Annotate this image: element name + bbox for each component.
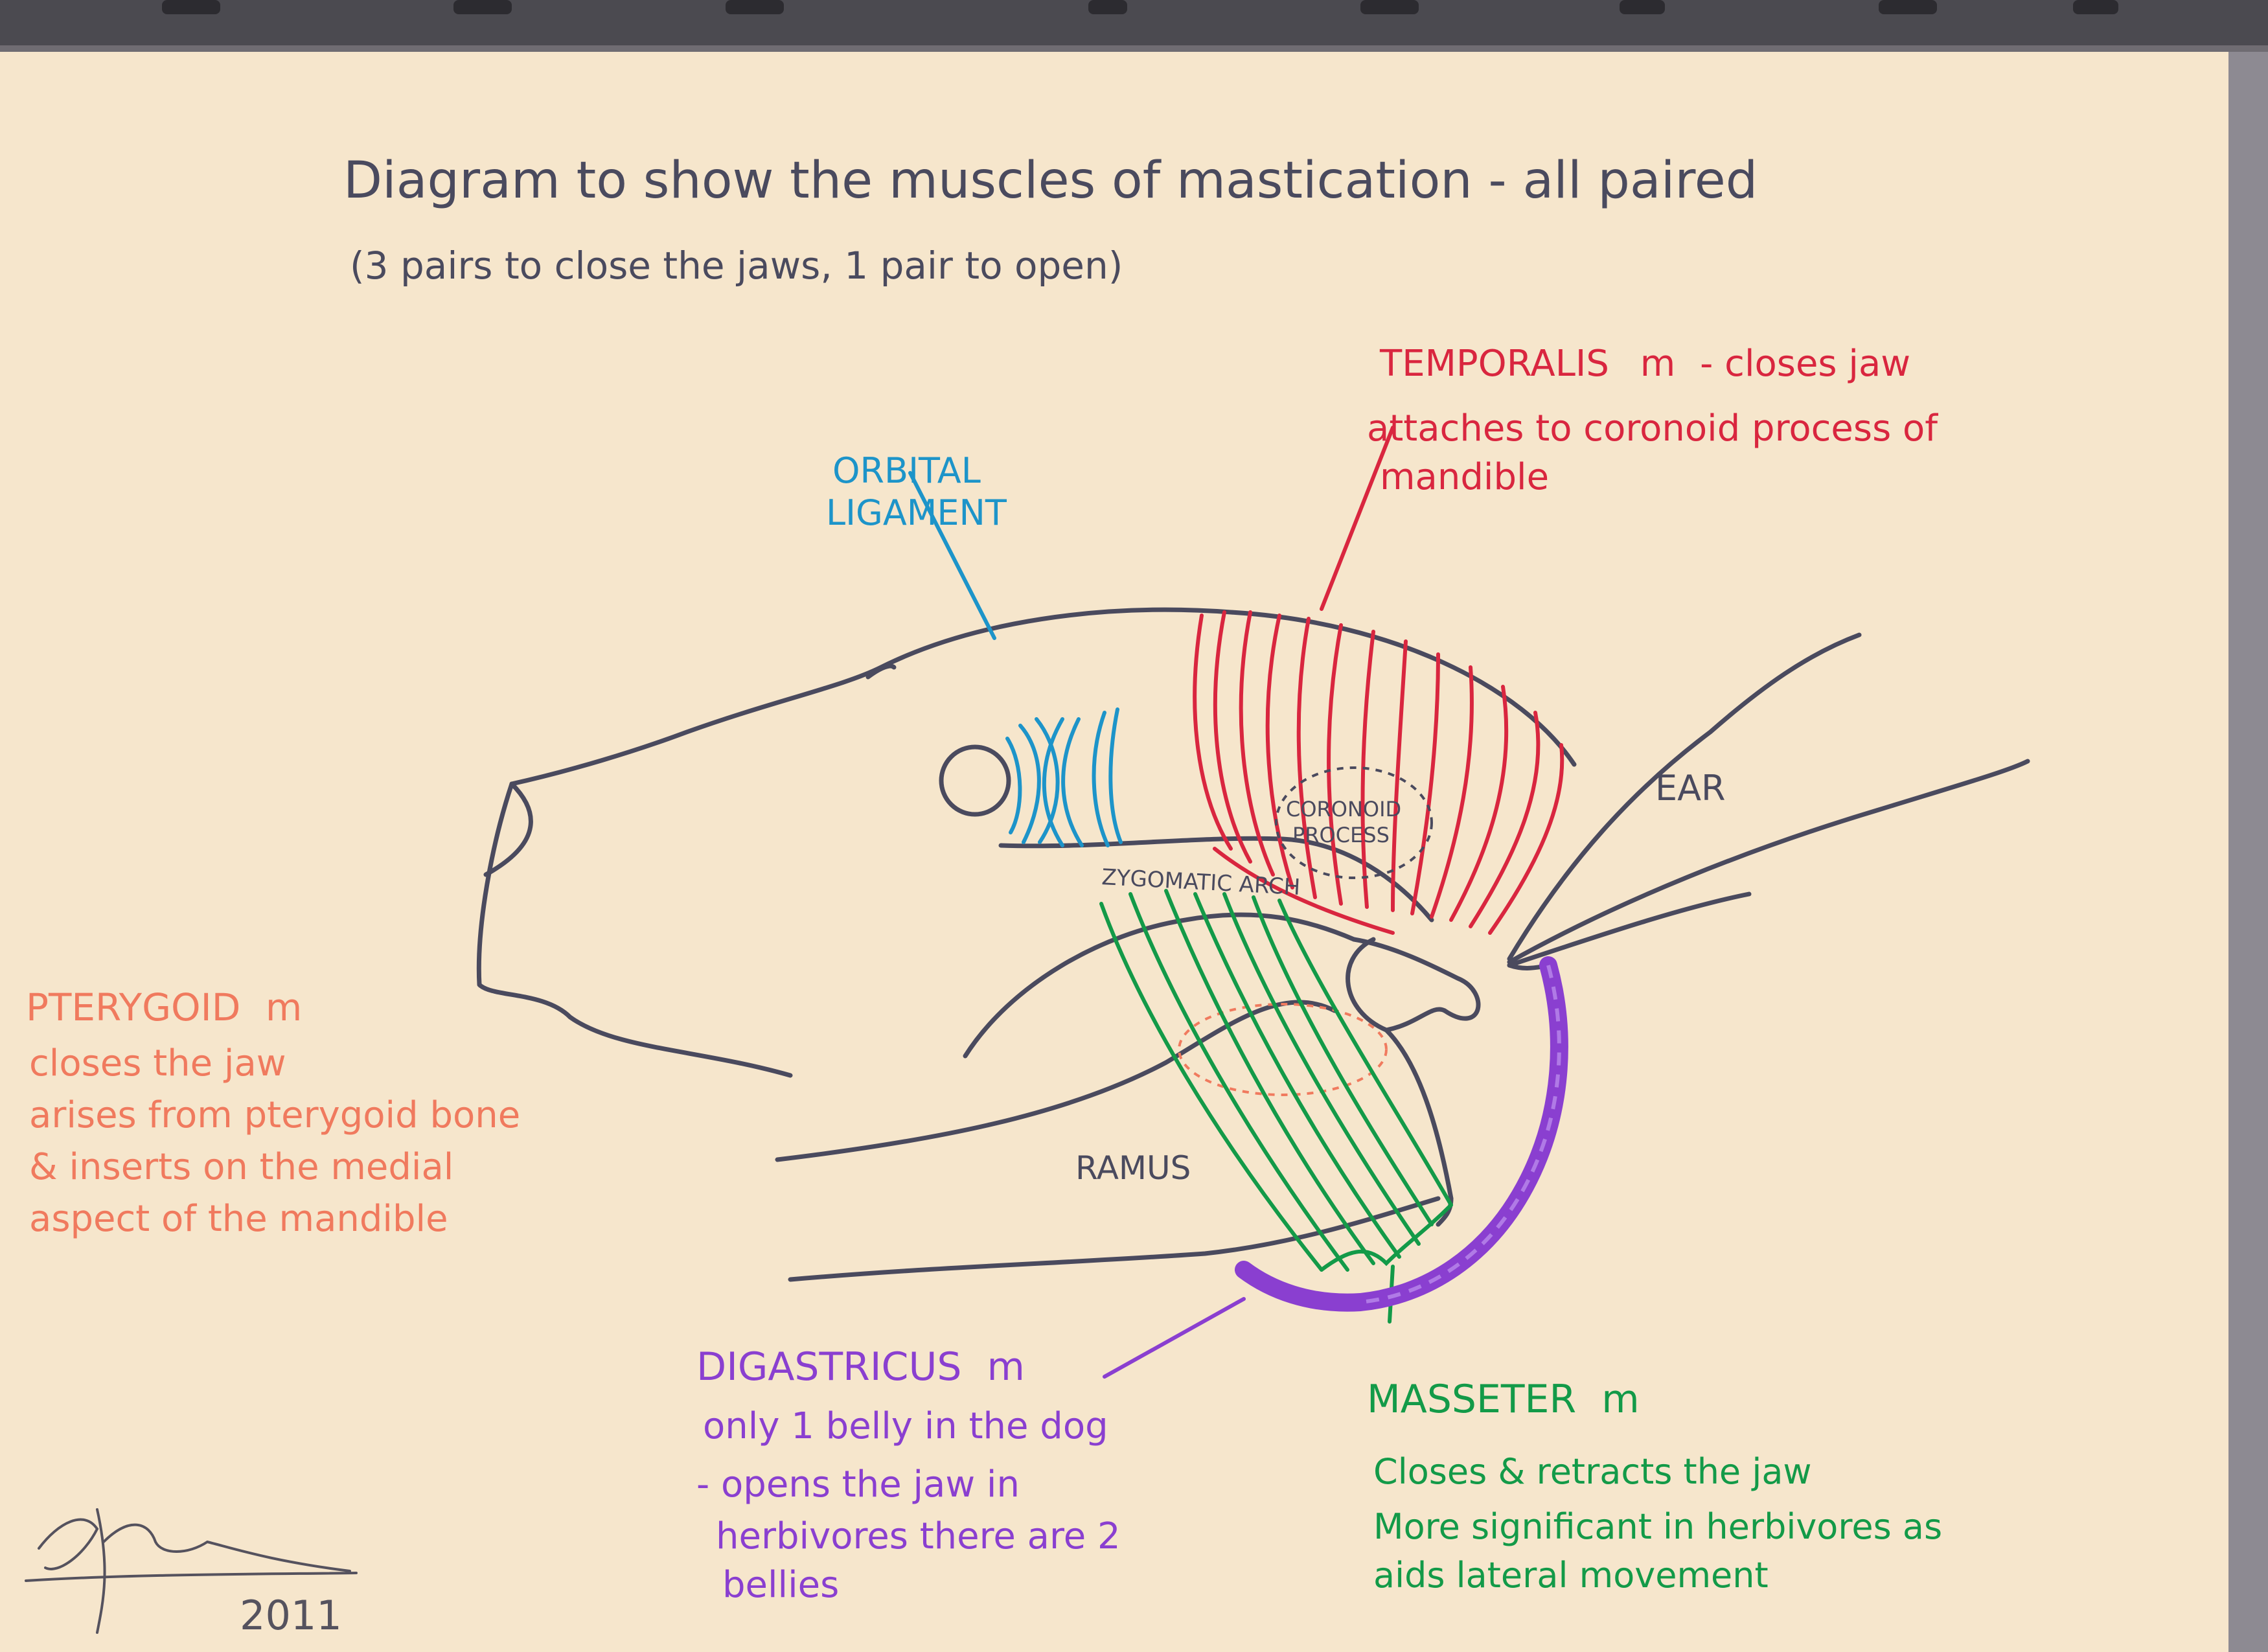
pterygoid-name: PTERYGOID m: [26, 985, 302, 1029]
temporalis-leader-line: [1320, 426, 1395, 611]
diagram-title: Diagram to show the muscles of masticati…: [343, 152, 1758, 210]
lower-mandible-line: [788, 1196, 1441, 1282]
upper-cheek-line: [963, 912, 1357, 1059]
orbital-label-line2: LIGAMENT: [826, 492, 1007, 533]
ear-back-line: [1507, 759, 2030, 965]
pterygoid-muscle-outline: [1178, 1003, 1388, 1096]
zygomatic-arch-line: [998, 836, 1434, 923]
paper-edge-shadow: [2228, 52, 2268, 1652]
masseter-line-2: More significant in herbivores as: [1373, 1506, 1942, 1547]
neck-line: [1507, 891, 1752, 968]
paper-sheet: [0, 52, 2228, 1652]
digastricus-line-1: only 1 belly in the dog: [703, 1405, 1108, 1447]
ear-front-line: [1507, 632, 1862, 961]
pterygoid-annotation: PTERYGOID m closes the jaw arises from p…: [26, 985, 520, 1240]
digastricus-title: DIGASTRICUS: [696, 1344, 961, 1390]
ear-label: EAR: [1655, 768, 1726, 809]
muzzle-lower-line: [476, 781, 793, 1078]
masseter-name: MASSETER m: [1367, 1377, 1640, 1422]
condyle-bump: [1346, 937, 1447, 1033]
temporalis-muscle: [1193, 426, 1564, 935]
eye: [939, 744, 1011, 817]
temporomandibular-joint: [1351, 937, 1481, 1021]
pterygoid-line-2: arises from pterygoid bone: [29, 1094, 520, 1136]
coronoid-label-line1: CORONOID: [1286, 797, 1401, 821]
orbital-ligament: [908, 471, 1123, 847]
diagram-subtitle: (3 pairs to close the jaws, 1 pair to op…: [350, 244, 1123, 288]
masseter-title: MASSETER: [1367, 1377, 1576, 1422]
digastricus-line-2: - opens the jaw in: [696, 1463, 1020, 1506]
masseter-annotation: MASSETER m Closes & retracts the jaw Mor…: [1367, 1377, 1942, 1596]
coronoid-label-line2: PROCESS: [1292, 823, 1390, 847]
digastricus-line-4: bellies: [722, 1564, 839, 1606]
digastricus-line-3: herbivores there are 2: [716, 1515, 1121, 1557]
orbital-leader-line: [908, 471, 996, 640]
temporalis-suffix: m: [1640, 343, 1676, 385]
forehead-bump: [865, 663, 897, 680]
temporalis-title: TEMPORALIS: [1379, 343, 1609, 385]
ramus-back-edge: [1384, 1027, 1454, 1201]
binder-rings: [162, 0, 2118, 14]
coronoid-process-outline: [1275, 766, 1433, 879]
digastricus-suffix: m: [987, 1344, 1025, 1390]
masseter-suffix: m: [1601, 1377, 1639, 1422]
pterygoid-line-4: aspect of the mandible: [29, 1198, 448, 1240]
digastricus-annotation: DIGASTRICUS m only 1 belly in the dog - …: [696, 1344, 1121, 1606]
digastricus-leader-line: [1103, 1297, 1246, 1379]
orbital-label-line1: ORBITAL: [832, 450, 981, 491]
pterygoid-title: PTERYGOID: [26, 985, 240, 1029]
signature-year: 2011: [240, 1592, 342, 1639]
signature: 2011: [25, 1508, 358, 1639]
pterygoid-line-1: closes the jaw: [29, 1042, 286, 1084]
masseter-muscle: [1099, 889, 1453, 1324]
masseter-line-3: aids lateral movement: [1373, 1555, 1769, 1596]
digastricus-name: DIGASTRICUS m: [696, 1344, 1025, 1390]
pterygoid-suffix: m: [266, 985, 303, 1029]
digastricus-highlight: [1360, 965, 1561, 1304]
nose-line: [483, 781, 533, 877]
temporalis-annotation: TEMPORALIS m - closes jaw attaches to co…: [1367, 343, 1938, 498]
pterygoid-line-3: & inserts on the medial: [29, 1146, 453, 1188]
temporalis-line-1: - closes jaw: [1700, 343, 1910, 385]
ramus-label: RAMUS: [1075, 1149, 1191, 1187]
temporalis-line-3: mandible: [1380, 456, 1549, 498]
masseter-line-1: Closes & retracts the jaw: [1373, 1451, 1812, 1492]
temporalis-line-2: attaches to coronoid process of: [1367, 407, 1938, 450]
temporalis-name: TEMPORALIS m - closes jaw: [1379, 343, 1910, 385]
skull-top-line: [509, 607, 1577, 786]
signature-scribble: [25, 1508, 358, 1634]
